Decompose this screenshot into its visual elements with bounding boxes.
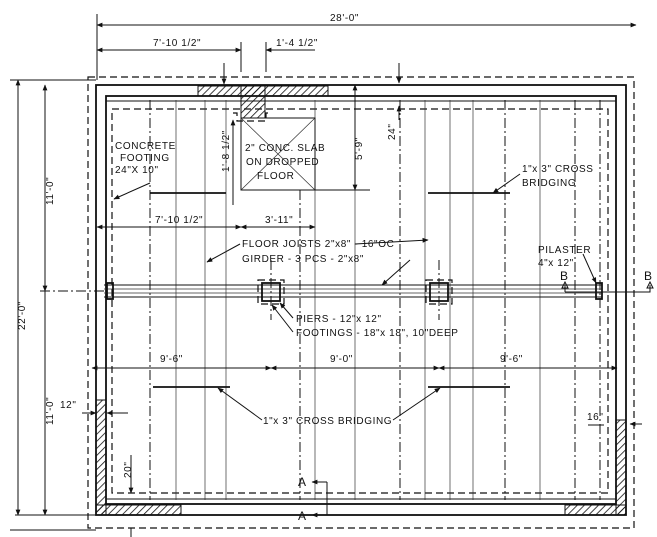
dim-span-left: 9'-6" — [160, 354, 183, 365]
dim-wall-left: 12" — [60, 400, 76, 411]
dim-wall-right: 16" — [587, 412, 603, 423]
pilaster-right — [595, 282, 603, 300]
inner-footing-outline — [111, 108, 609, 494]
section-a-a — [311, 479, 328, 518]
dim-span-middle: 9'-0" — [330, 354, 353, 365]
label-slab-2: ON DROPPED — [246, 157, 319, 168]
sill-line — [105, 100, 617, 500]
section-a-bottom: A — [298, 509, 307, 523]
section-a-top: A — [298, 475, 307, 489]
pier-right — [425, 260, 453, 320]
label-pilaster: PILASTER — [538, 245, 591, 256]
dim-footing-offset: 24" — [387, 124, 398, 140]
dim-slab-offset: 7'-10 1/2" — [155, 215, 203, 226]
label-floor-joists: FLOOR JOISTS 2"x8" - 16"OC — [242, 239, 394, 250]
section-b-right: B — [644, 269, 653, 283]
label-piers: PIERS - 12"x 12" — [296, 314, 382, 325]
label-footing: FOOTING — [120, 153, 170, 164]
pier-left — [257, 260, 285, 320]
dim-slab-b: 5'-9" — [354, 137, 365, 160]
floor-joists — [149, 100, 601, 500]
label-slab-3: FLOOR — [257, 171, 294, 182]
label-slab-1: 2" CONC. SLAB — [245, 143, 325, 154]
label-bridging-bottom: 1"x 3" CROSS BRIDGING — [263, 416, 392, 427]
wall-hatching — [95, 85, 627, 516]
dim-slab-a: 1'-8 1/2" — [221, 130, 232, 172]
label-bridging-top-2: BRIDGING — [522, 178, 576, 189]
footing-outline — [87, 76, 635, 529]
dim-half-lower: 11'-0" — [45, 397, 56, 425]
label-bridging-top-1: 1"x 3" CROSS — [522, 164, 594, 175]
dim-half-upper: 11'-0" — [45, 177, 56, 205]
dim-span-right: 9'-6" — [500, 354, 523, 365]
dimension-lines — [10, 14, 642, 537]
label-pilaster-size: 4"x 12" — [538, 258, 574, 269]
section-b-left: B — [560, 269, 569, 283]
label-footings: FOOTINGS - 18"x 18", 10"DEEP — [296, 328, 459, 339]
concrete-slab — [233, 112, 316, 191]
foundation-wall-outer — [95, 84, 627, 516]
section-b-b — [561, 280, 654, 293]
girder — [40, 284, 602, 298]
dim-slab-width: 3'-11" — [265, 215, 293, 226]
dim-overall-width: 28'-0" — [330, 13, 359, 24]
label-footing-size: 24"X 10" — [115, 165, 159, 176]
dim-chimney-width: 1'-4 1/2" — [276, 38, 318, 49]
label-concrete: CONCRETE — [115, 141, 176, 152]
pilaster-left — [106, 282, 114, 300]
dim-top-offset: 7'-10 1/2" — [153, 38, 201, 49]
dim-footing-bottom: 20" — [123, 462, 134, 478]
leader-lines — [113, 173, 597, 421]
dim-overall-depth: 22'-0" — [17, 301, 28, 330]
label-girder: GIRDER - 3 PCS - 2"x8" — [242, 254, 364, 265]
